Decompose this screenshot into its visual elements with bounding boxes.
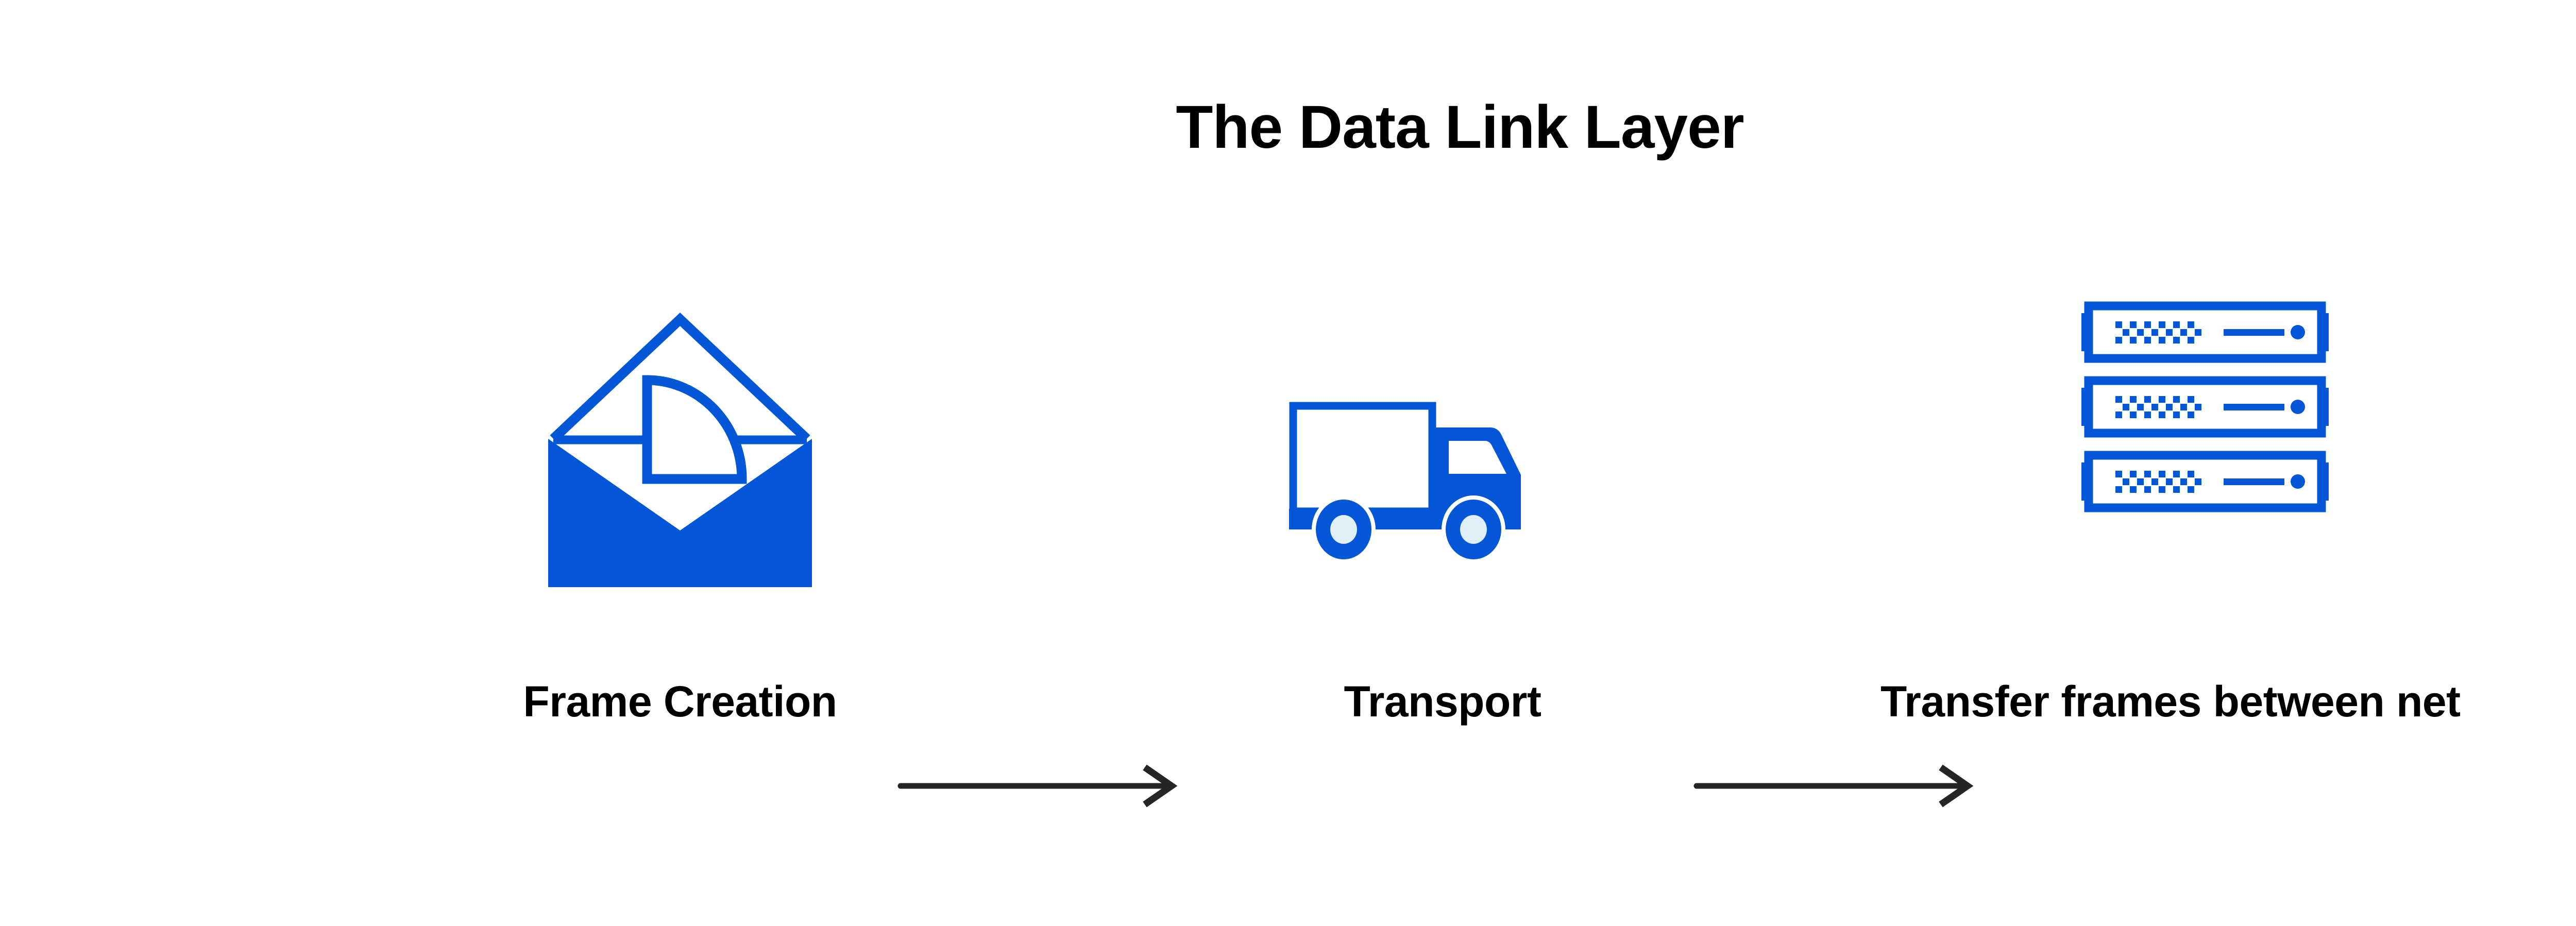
- server-stack-icon: [2050, 288, 2391, 618]
- step-label-transport: Transport: [1344, 677, 1541, 726]
- delivery-truck-icon: [1257, 288, 1597, 618]
- flow-step-frame-creation: [515, 288, 886, 618]
- process-flow: [0, 288, 2576, 808]
- step-labels: Frame Creation Transport Transfer frames…: [0, 680, 2576, 752]
- server-unit-1: [2081, 306, 2329, 358]
- server-unit-2: [2081, 381, 2329, 433]
- arrow-right-icon: [896, 755, 1185, 817]
- arrow-right-icon: [1692, 755, 1981, 817]
- flow-step-transfer-frames: [2050, 288, 2421, 618]
- step-label-transfer-frames: Transfer frames between net: [1880, 677, 2461, 726]
- open-envelope-icon: [515, 288, 845, 618]
- flow-step-transport: [1257, 288, 1628, 618]
- page-title: The Data Link Layer: [1176, 93, 1744, 161]
- server-unit-3: [2081, 455, 2329, 508]
- step-label-frame-creation: Frame Creation: [523, 677, 837, 726]
